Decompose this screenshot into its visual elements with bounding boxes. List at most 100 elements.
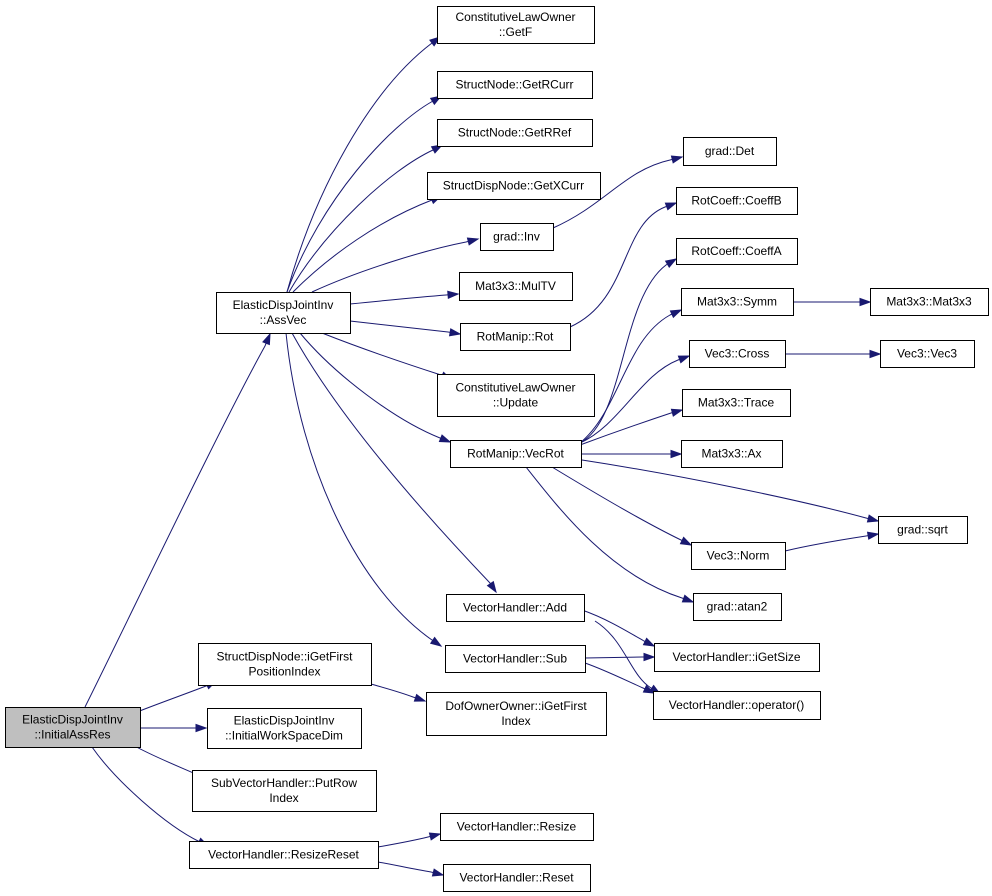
node-update[interactable]: ConstitutiveLawOwner::Update (437, 374, 595, 417)
node-label: ConstitutiveLawOwner (455, 10, 575, 24)
edge-arrowhead (428, 832, 442, 841)
node-resize[interactable]: VectorHandler::Resize (440, 813, 594, 841)
edge-line (91, 746, 209, 847)
node-inv[interactable]: grad::Inv (480, 223, 554, 251)
node-atan2[interactable]: grad::atan2 (693, 593, 782, 621)
node-sub[interactable]: VectorHandler::Sub (445, 645, 586, 673)
node-mat3x3[interactable]: Mat3x3::Mat3x3 (870, 288, 989, 316)
node-resizereset[interactable]: VectorHandler::ResizeReset (189, 841, 379, 869)
node-coeffa[interactable]: RotCoeff::CoeffA (676, 238, 798, 265)
edge-line (569, 202, 677, 328)
edge-assvec-to-multv (349, 290, 460, 305)
node-assvec[interactable]: ElasticDispJointInv::AssVec (216, 292, 351, 334)
node-box (192, 770, 377, 812)
node-vec3[interactable]: Vec3::Vec3 (880, 340, 975, 368)
node-box (445, 645, 586, 673)
edge-arrowhead (195, 723, 208, 733)
edge-line (370, 683, 426, 702)
edge-arrowhead (262, 332, 271, 346)
node-getf[interactable]: ConstitutiveLawOwner::GetF (437, 6, 595, 44)
node-getrref[interactable]: StructNode::GetRRef (437, 119, 593, 147)
node-label: SubVectorHandler::PutRow (211, 776, 357, 790)
node-label: StructDispNode::iGetFirst (216, 650, 353, 664)
node-label: ElasticDispJointInv (22, 713, 123, 727)
node-box (689, 340, 786, 368)
edge-arrowhead (664, 202, 678, 211)
edge-line (579, 409, 683, 446)
edge-line (311, 238, 479, 293)
node-box (198, 643, 372, 686)
node-label: ElasticDispJointInv (234, 714, 335, 728)
node-box (437, 6, 595, 44)
edge-line (377, 833, 441, 848)
edge-arrowhead (866, 514, 880, 523)
node-symm[interactable]: Mat3x3::Symm (681, 288, 794, 316)
node-initialworkspacedim[interactable]: ElasticDispJointInv::InitialWorkSpaceDim (207, 708, 362, 749)
edge-line (349, 320, 461, 335)
node-igetsize[interactable]: VectorHandler::iGetSize (654, 643, 820, 672)
node-ax[interactable]: Mat3x3::Ax (681, 440, 783, 468)
node-label: grad::sqrt (897, 523, 948, 537)
node-getrcurr[interactable]: StructNode::GetRCurr (437, 71, 593, 99)
node-box (427, 172, 601, 200)
node-trace[interactable]: Mat3x3::Trace (682, 389, 791, 417)
node-label: ConstitutiveLawOwner (455, 381, 575, 395)
edge-arrowhead (466, 237, 480, 246)
node-box (426, 692, 607, 736)
node-box (437, 71, 593, 99)
node-label: Mat3x3::Symm (697, 295, 777, 309)
edge-assvec-to-update (321, 332, 453, 381)
edge-arrowhead (429, 636, 443, 647)
edge-line (299, 332, 451, 443)
node-multv[interactable]: Mat3x3::MulTV (459, 272, 573, 301)
node-box (437, 374, 595, 417)
node-det[interactable]: grad::Det (683, 137, 777, 166)
edge-initialassres-to-initialworkspacedim (141, 723, 208, 733)
node-label: VectorHandler::Add (463, 601, 567, 615)
node-label: ::GetF (499, 25, 532, 39)
node-label: Mat3x3::MulTV (475, 279, 556, 293)
edge-arrowhead (670, 449, 683, 459)
node-label: ::InitialWorkSpaceDim (225, 729, 343, 743)
edge-line (525, 466, 694, 603)
edge-arrowhead (413, 693, 427, 702)
node-norm[interactable]: Vec3::Norm (691, 542, 786, 570)
edge-arrowhead (681, 594, 695, 603)
node-cross[interactable]: Vec3::Cross (689, 340, 786, 368)
node-box (189, 841, 379, 869)
node-rot[interactable]: RotManip::Rot (460, 323, 571, 351)
edge-sub-to-igetsize (584, 652, 656, 662)
node-getxcurr[interactable]: StructDispNode::GetXCurr (427, 172, 601, 200)
edge-add-to-igetsize (581, 609, 656, 647)
edge-igetfirstpositionindex-to-dofigetfirstindex (370, 683, 427, 702)
node-add[interactable]: VectorHandler::Add (446, 594, 585, 622)
node-operator[interactable]: VectorHandler::operator() (653, 691, 821, 720)
node-box (683, 137, 777, 166)
node-box (443, 864, 591, 892)
edge-assvec-to-sub (285, 332, 443, 647)
node-coeffb[interactable]: RotCoeff::CoeffB (676, 187, 798, 215)
edge-line (285, 332, 442, 647)
edge-line (579, 258, 677, 444)
node-label: Index (269, 791, 298, 805)
edge-line (552, 156, 683, 229)
node-box (691, 542, 786, 570)
node-box (681, 440, 783, 468)
node-label: VectorHandler::Reset (459, 871, 574, 885)
edge-arrowhead (643, 652, 656, 662)
node-reset[interactable]: VectorHandler::Reset (443, 864, 591, 892)
node-initialassres[interactable]: ElasticDispJointInv::InitialAssRes (5, 707, 141, 748)
edge-resizereset-to-reset (377, 861, 445, 877)
node-sqrt[interactable]: grad::sqrt (878, 516, 968, 544)
edge-arrowhead (679, 536, 693, 546)
node-label: grad::atan2 (707, 600, 768, 614)
edge-arrowhead (448, 328, 462, 337)
edge-assvec-to-getrcurr (286, 95, 443, 293)
node-vecrot[interactable]: RotManip::VecRot (450, 440, 582, 468)
edge-arrowhead (677, 355, 691, 364)
edge-assvec-to-add (291, 332, 497, 594)
edge-arrowhead (642, 684, 656, 694)
